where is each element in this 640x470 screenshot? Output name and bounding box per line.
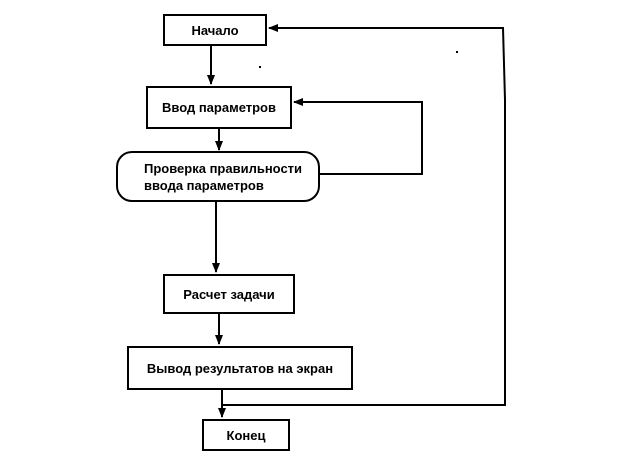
node-start: Начало	[163, 14, 267, 46]
stray-dot	[456, 51, 458, 53]
node-check-parameters-line2: ввода параметров	[144, 177, 264, 193]
node-start-label: Начало	[191, 22, 239, 38]
stray-dot	[259, 66, 261, 68]
edge-end-to-start	[222, 24, 506, 406]
node-calculate-task: Расчет задачи	[163, 274, 295, 314]
node-output-results-label: Вывод результатов на экран	[146, 360, 334, 376]
node-check-parameters-text: Проверка правильности ввода параметров	[144, 160, 302, 194]
node-calculate-task-label: Расчет задачи	[183, 286, 275, 302]
node-check-parameters-line1: Проверка правильности	[144, 160, 303, 176]
node-output-results: Вывод результатов на экран	[127, 346, 353, 390]
node-input-parameters: Ввод параметров	[146, 86, 292, 129]
edge-check-to-input	[293, 98, 423, 175]
node-input-parameters-label: Ввод параметров	[161, 100, 276, 115]
node-check-parameters: Проверка правильности ввода параметров	[116, 151, 320, 202]
node-end: Конец	[202, 419, 290, 451]
node-end-label: Конец	[226, 427, 266, 443]
